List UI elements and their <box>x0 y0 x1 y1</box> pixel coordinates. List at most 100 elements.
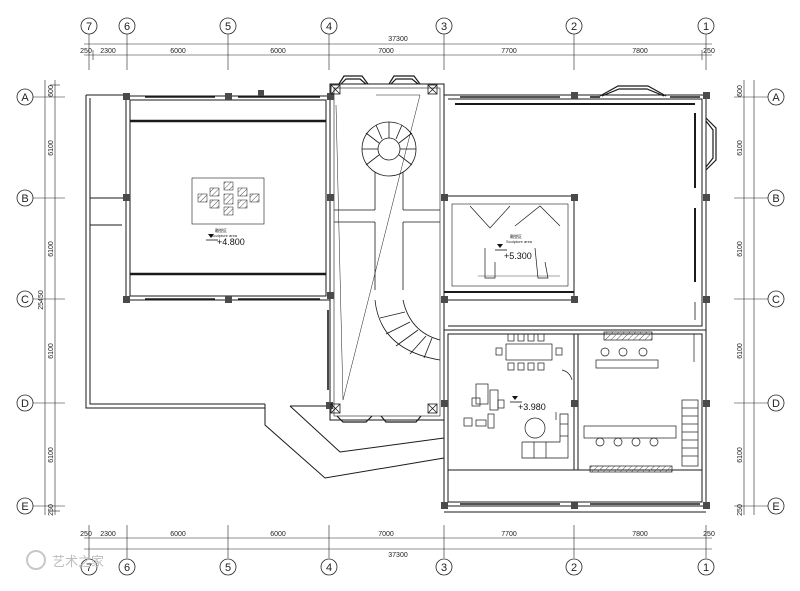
overall-width-bottom: 37300 <box>388 552 408 559</box>
svg-text:4: 4 <box>326 562 332 574</box>
grid-bubble-B-right: B <box>767 189 785 207</box>
svg-text:5: 5 <box>225 21 231 33</box>
svg-text:6100: 6100 <box>48 140 55 156</box>
grid-bubble-D-left: D <box>16 394 34 412</box>
svg-text:6100: 6100 <box>737 447 744 463</box>
left-display-platform <box>191 177 265 225</box>
watermark-text: 艺术之家 <box>52 554 104 570</box>
svg-text:250: 250 <box>80 48 92 55</box>
grid-bubble-5-bottom: 5 <box>219 558 237 576</box>
office-desk <box>463 383 505 429</box>
svg-text:D: D <box>21 398 29 410</box>
svg-text:7800: 7800 <box>632 531 648 538</box>
span-labels-bottom: 250 2300 6000 6000 7000 7700 7800 250 <box>80 531 715 538</box>
svg-text:3: 3 <box>441 21 447 33</box>
svg-text:2300: 2300 <box>100 531 116 538</box>
left-room-label: 雕塑区 <box>215 227 227 233</box>
svg-text:6100: 6100 <box>48 447 55 463</box>
dimension-lines-left <box>33 80 65 515</box>
office-level-marker <box>510 396 522 403</box>
svg-text:2300: 2300 <box>100 48 116 55</box>
svg-text:6100: 6100 <box>48 241 55 257</box>
grid-bubble-A-left: A <box>16 88 34 106</box>
grid-bubble-3-bottom: 3 <box>435 558 453 576</box>
grid-bubble-7-bottom: 7 <box>80 558 98 576</box>
svg-text:600: 600 <box>737 85 744 97</box>
span-labels-right: 600 6100 6100 6100 6100 250 <box>737 85 744 516</box>
svg-text:2: 2 <box>571 21 577 33</box>
svg-text:7: 7 <box>86 562 92 574</box>
workroom-furniture <box>555 331 699 473</box>
span-labels-top: 250 2300 6000 6000 7000 7700 7800 250 <box>80 48 715 55</box>
svg-text:5: 5 <box>225 562 231 574</box>
svg-text:C: C <box>21 294 29 306</box>
grid-bubble-C-right: C <box>767 290 785 308</box>
svg-text:6000: 6000 <box>270 48 286 55</box>
grid-bubble-3-top: 3 <box>435 17 453 35</box>
grid-bubble-7-top: 7 <box>80 17 98 35</box>
svg-text:6000: 6000 <box>170 531 186 538</box>
left-room-sublabel: Sculpture area <box>211 233 238 238</box>
dimension-lines-bottom <box>84 525 712 558</box>
svg-text:6100: 6100 <box>737 343 744 359</box>
svg-text:6100: 6100 <box>48 343 55 359</box>
grid-bubble-1-bottom: 1 <box>697 558 715 576</box>
grid-bubble-E-right: E <box>767 497 785 515</box>
grid-bubble-6-top: 6 <box>118 17 136 35</box>
span-labels-left: 600 6100 6100 6100 6100 250 <box>48 85 55 516</box>
grid-bubble-4-bottom: 4 <box>320 558 338 576</box>
center-room-sublabel: Sculpture area <box>506 239 533 244</box>
building-walls <box>85 83 707 513</box>
window-bays <box>336 75 717 423</box>
svg-text:7000: 7000 <box>378 48 394 55</box>
svg-text:A: A <box>21 92 29 104</box>
grid-bubble-B-left: B <box>16 189 34 207</box>
atrium-corner-columns <box>330 84 438 414</box>
svg-text:6: 6 <box>124 562 130 574</box>
grid-bubble-A-right: A <box>767 88 785 106</box>
meeting-table <box>495 333 563 371</box>
svg-text:7700: 7700 <box>501 531 517 538</box>
svg-text:A: A <box>772 92 780 104</box>
svg-text:250: 250 <box>48 504 55 516</box>
spiral-staircase <box>334 94 441 401</box>
grid-rows-right: A B C D E <box>767 88 785 515</box>
svg-text:2: 2 <box>571 562 577 574</box>
grid-bubble-E-left: E <box>16 497 34 515</box>
wall-window-lines <box>145 96 700 505</box>
office-level-text: +3.980 <box>518 402 546 412</box>
svg-text:4: 4 <box>326 21 332 33</box>
svg-text:B: B <box>21 193 28 205</box>
svg-text:6100: 6100 <box>737 140 744 156</box>
grid-bubble-6-bottom: 6 <box>118 558 136 576</box>
svg-text:250: 250 <box>703 531 715 538</box>
left-level-text: +4.800 <box>217 237 245 247</box>
svg-text:250: 250 <box>80 531 92 538</box>
grid-columns-top: 7 6 5 4 3 2 1 <box>80 17 715 35</box>
overall-depth-left: 25450 <box>38 290 45 310</box>
grid-bubble-C-left: C <box>16 290 34 308</box>
svg-text:600: 600 <box>48 85 55 97</box>
grid-bubble-2-bottom: 2 <box>565 558 583 576</box>
svg-text:1: 1 <box>703 21 709 33</box>
svg-text:E: E <box>772 501 779 513</box>
svg-text:7000: 7000 <box>378 531 394 538</box>
grid-bubble-2-top: 2 <box>565 17 583 35</box>
svg-text:1: 1 <box>703 562 709 574</box>
grid-bubble-D-right: D <box>767 394 785 412</box>
svg-text:D: D <box>772 398 780 410</box>
center-level-text: +5.300 <box>504 251 532 261</box>
lounge-set <box>521 413 569 459</box>
svg-text:E: E <box>21 501 28 513</box>
watermark: 艺术之家 <box>26 550 104 570</box>
svg-text:6: 6 <box>124 21 130 33</box>
grid-bubble-1-top: 1 <box>697 17 715 35</box>
structural-columns <box>123 90 710 509</box>
dimension-lines-top <box>84 34 712 70</box>
center-level-marker <box>495 244 507 251</box>
dimension-lines-right <box>734 80 768 515</box>
svg-text:7800: 7800 <box>632 48 648 55</box>
grid-columns-bottom: 7 6 5 4 3 2 1 <box>80 558 715 576</box>
left-level-marker <box>206 234 218 241</box>
